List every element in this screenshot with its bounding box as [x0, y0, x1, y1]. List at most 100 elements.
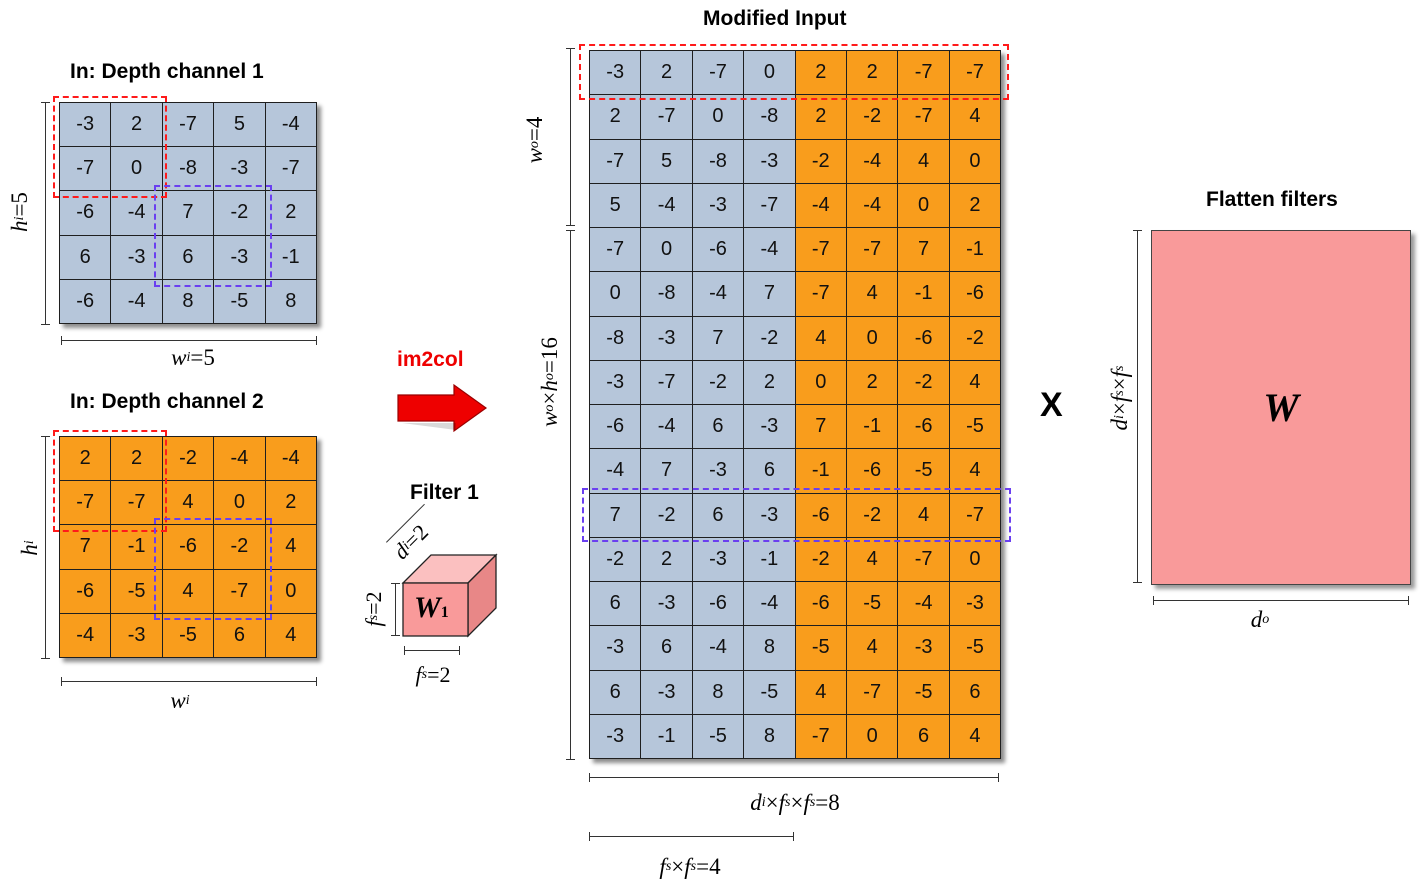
- ch1-width-tick-right: [316, 336, 317, 345]
- ch1-height-tick-top: [41, 102, 50, 103]
- modified-cell: -7: [743, 182, 796, 228]
- channel1-cell: -7: [161, 102, 215, 148]
- modified-cell: -2: [846, 492, 899, 538]
- modified-cell: -3: [948, 581, 1002, 627]
- channel2-cell: -4: [59, 612, 112, 658]
- wo-tick-top: [566, 48, 575, 49]
- modified-cell: -1: [794, 448, 847, 494]
- modified-cell: -7: [897, 94, 950, 140]
- modified-cell: -1: [743, 536, 796, 582]
- weight-matrix: W: [1151, 230, 1411, 585]
- modified-cell: 5: [640, 138, 693, 184]
- modified-cell: -2: [948, 315, 1002, 361]
- modified-cell: -5: [948, 625, 1002, 671]
- modified-cell: 4: [846, 536, 899, 582]
- channel1-cell: 8: [161, 278, 215, 324]
- modified-cell: 7: [589, 492, 642, 538]
- modified-cell: -6: [691, 227, 745, 273]
- modified-cell: 4: [948, 94, 1002, 140]
- modified-cell: 0: [589, 271, 642, 317]
- channel2-cell: -2: [161, 436, 215, 482]
- channel2-cell: 2: [59, 436, 112, 482]
- modified-cell: 4: [948, 359, 1002, 405]
- ch2-height-tick-top: [41, 436, 50, 437]
- modified-cell: 2: [794, 94, 847, 140]
- modified-cell: -3: [743, 138, 796, 184]
- modified-cell: -4: [691, 271, 745, 317]
- modified-cell: 0: [846, 713, 899, 759]
- modified-cell: -7: [640, 94, 693, 140]
- modified-cell: -5: [794, 625, 847, 671]
- channel1-cell: -7: [264, 146, 317, 192]
- modified-cell: -1: [897, 271, 950, 317]
- channel1-cell: -3: [59, 102, 112, 148]
- modified-cell: -3: [743, 404, 796, 450]
- modified-cell: -3: [589, 50, 642, 96]
- modified-cell: 2: [948, 182, 1002, 228]
- modified-cell: -3: [691, 536, 745, 582]
- channel1-cell: -3: [110, 234, 163, 280]
- modified-cell: 6: [948, 669, 1002, 715]
- weight-width-tick-right: [1408, 596, 1409, 605]
- modified-cell: -7: [948, 492, 1002, 538]
- channel1-cell: 5: [213, 102, 266, 148]
- weight-width-tick-left: [1153, 596, 1154, 605]
- modified-cell: 0: [691, 94, 745, 140]
- channel2-cell: -3: [110, 612, 163, 658]
- channel2-cell: 0: [213, 480, 266, 526]
- modified-cell: 8: [691, 669, 745, 715]
- channel1-cell: 2: [264, 190, 317, 236]
- modified-cell: -3: [589, 713, 642, 759]
- wh-tick-top: [566, 230, 575, 231]
- modified-cell: -7: [794, 227, 847, 273]
- modified-cell: 6: [897, 713, 950, 759]
- channel1-cell: -1: [264, 234, 317, 280]
- channel2-cell: -6: [59, 568, 112, 614]
- weight-height-tick-top: [1133, 230, 1142, 231]
- modified-cell: -2: [794, 536, 847, 582]
- channel1-cell: -3: [213, 146, 266, 192]
- dfs-tick-left: [589, 773, 590, 782]
- modified-cell: -7: [589, 138, 642, 184]
- channel2-cell: 4: [264, 524, 317, 570]
- channel1-cell: 2: [110, 102, 163, 148]
- channel1-cell: 8: [264, 278, 317, 324]
- filter-height-line: [395, 583, 396, 636]
- channel1-cell: -6: [59, 278, 112, 324]
- modified-cell: -7: [640, 359, 693, 405]
- modified-cell: -4: [691, 625, 745, 671]
- modified-cell: -2: [794, 138, 847, 184]
- modified-cell: -4: [846, 182, 899, 228]
- weight-height-line: [1137, 230, 1138, 583]
- modified-cell: 4: [897, 138, 950, 184]
- channel2-cell: 4: [161, 480, 215, 526]
- channel2-title: In: Depth channel 2: [70, 390, 264, 413]
- modified-cell: -8: [589, 315, 642, 361]
- modified-cell: -4: [743, 581, 796, 627]
- filter-width-tick-right: [459, 646, 460, 655]
- im2col-label: im2col: [397, 348, 464, 371]
- channel1-cell: -4: [110, 190, 163, 236]
- modified-cell: -6: [589, 404, 642, 450]
- modified-cell: -5: [897, 669, 950, 715]
- modified-cell: -3: [743, 492, 796, 538]
- modified-cell: 2: [640, 536, 693, 582]
- modified-cell: -4: [743, 227, 796, 273]
- channel1-cell: -4: [264, 102, 317, 148]
- modified-cell: 0: [794, 359, 847, 405]
- channel2-cell: -6: [161, 524, 215, 570]
- modified-cell: -2: [640, 492, 693, 538]
- modified-cell: 4: [948, 713, 1002, 759]
- filter-cube-icon: [401, 553, 498, 638]
- modified-cell: -4: [897, 581, 950, 627]
- modified-cell: 5: [589, 182, 642, 228]
